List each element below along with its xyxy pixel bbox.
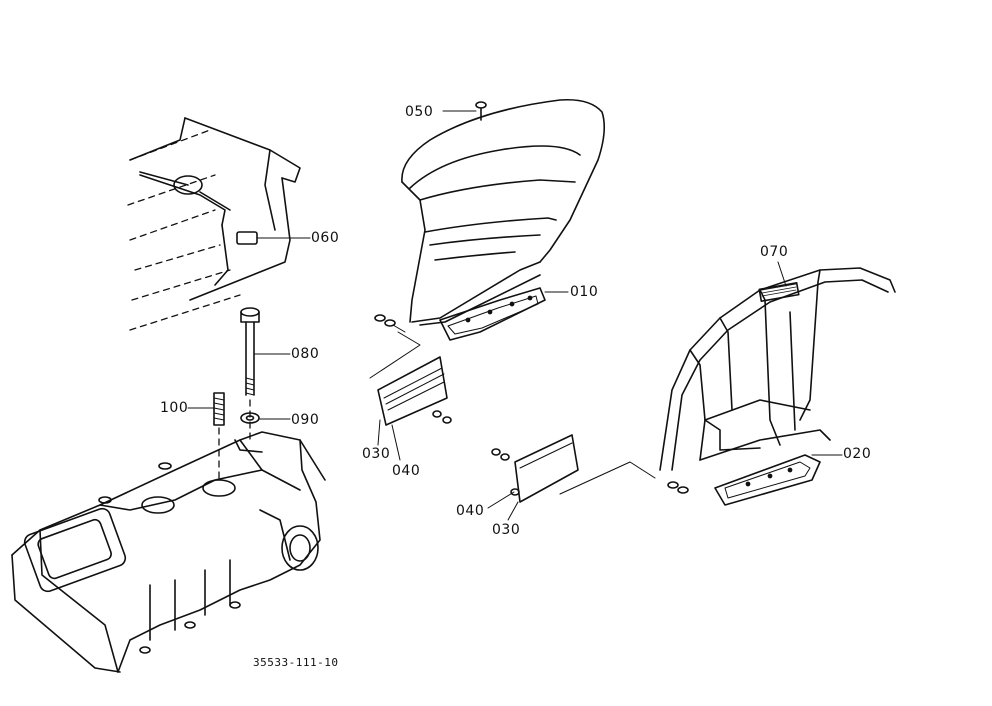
callout-070: 070 [760,244,789,260]
base-plate-020-drawing [714,454,843,506]
rops-bolts-drawing [667,481,689,494]
drawing-number: 35533-111-10 [253,656,339,669]
fender-010-drawing [401,98,606,341]
fender-bolts-drawing [374,314,406,333]
transmission-housing-drawing [11,431,326,673]
bolt-050-drawing [442,101,487,121]
callout-050: 050 [405,104,434,120]
callout-040-left: 040 [392,463,421,479]
callout-080: 080 [291,346,320,362]
plug-060-drawing [236,231,311,245]
callout-020: 020 [843,446,872,462]
callout-030-left: 030 [362,446,391,462]
plate-030-040-right-drawing [487,434,656,521]
stud-100-drawing [187,392,251,479]
plate-030-040-left-drawing [369,331,452,461]
frame-section-drawing [127,117,301,331]
callout-090: 090 [291,412,320,428]
callout-040-right: 040 [456,503,485,519]
washer-090-drawing [240,412,291,424]
callout-010: 010 [570,284,599,300]
callout-030-right: 030 [492,522,521,538]
callout-060: 060 [311,230,340,246]
callout-100: 100 [160,400,189,416]
bolt-080-drawing [240,307,291,396]
rops-070-drawing [659,261,896,471]
